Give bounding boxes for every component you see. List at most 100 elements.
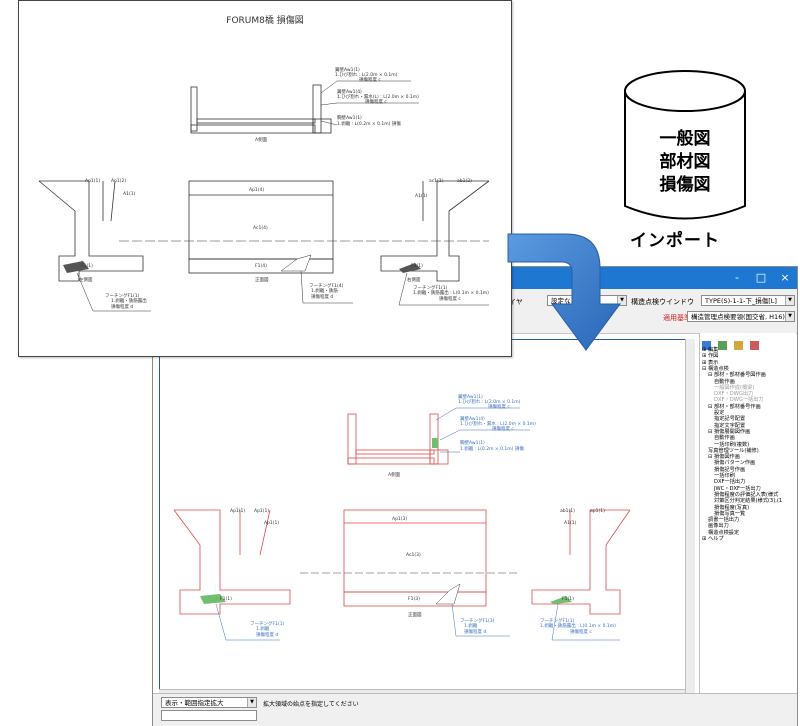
window-label: 構造点検ウインドウ bbox=[631, 298, 694, 306]
type-combo[interactable]: TYPE(S)-1-1-下_損傷[L]▼ bbox=[701, 295, 795, 306]
folder-icon[interactable] bbox=[734, 341, 744, 350]
label-general-drawing: 一般図 bbox=[659, 129, 711, 149]
left-abutment bbox=[38, 180, 144, 282]
tree-item[interactable]: ⊞ ヘルプ bbox=[702, 536, 724, 542]
annotation-3-detail: 1.剥離 : L(0.2m × 0.1m) 損傷 bbox=[337, 120, 401, 127]
side-view-label: A側面 bbox=[255, 136, 268, 143]
tree-item[interactable]: ⊞ 編集 bbox=[702, 347, 719, 353]
save-icon[interactable] bbox=[750, 341, 760, 350]
side-deck bbox=[196, 118, 316, 124]
tree-item[interactable]: 対策区分判定結果(様式(3),(1 bbox=[714, 498, 783, 505]
tree-item[interactable]: 設定 bbox=[714, 410, 725, 416]
leader-line bbox=[398, 272, 489, 306]
command-input[interactable] bbox=[161, 710, 257, 721]
right-footing-label: F1(1) bbox=[411, 263, 423, 269]
tree-item[interactable]: DXF・DWG出力 bbox=[714, 391, 754, 398]
mode-combo[interactable]: 表示・範囲指定拡大▼ bbox=[161, 697, 257, 708]
chevron-down-icon[interactable]: ▼ bbox=[785, 312, 794, 321]
left-label-3: Ap1(1) bbox=[264, 520, 279, 526]
center-label: Ap1(3) bbox=[392, 516, 407, 522]
wall-left-label: A1(1) bbox=[123, 191, 136, 197]
drawing-canvas[interactable]: A側面 翼壁Aw1(1) 1.ひび割れ : L(2.0m × 0.1m) 損傷程… bbox=[159, 339, 687, 691]
tree-item[interactable]: 損傷写真一覧 bbox=[714, 510, 746, 517]
side-view-label: A側面 bbox=[388, 471, 401, 478]
label-member-drawing: 部材図 bbox=[659, 152, 711, 172]
tree-item[interactable]: 一般図作成(橋梁) bbox=[714, 384, 755, 391]
leader-line bbox=[76, 272, 151, 312]
chevron-down-icon[interactable]: ▼ bbox=[617, 296, 626, 305]
damage-drawing-sheet: FORUM8橋 損傷図 A側面 翼壁Aw1(1) 1.ひび割れ : L(2.0m… bbox=[18, 0, 512, 357]
tree-item[interactable]: ⊟ 部材・部材番号図作画 bbox=[708, 372, 766, 379]
tree-item[interactable]: ⊟ 部材・部材番号作画 bbox=[708, 403, 761, 410]
left-label: Ap1(1) bbox=[85, 178, 100, 184]
tree-item[interactable]: DXF・DWG一括出力 bbox=[714, 397, 764, 404]
center-label: Ap1(4) bbox=[249, 187, 264, 193]
chevron-down-icon[interactable]: ▼ bbox=[247, 698, 256, 707]
annotation-5: フーチングF1(3) bbox=[460, 617, 495, 624]
tree-item[interactable]: 損傷程度(写真) bbox=[714, 504, 750, 511]
left-footing-label: F1(1) bbox=[220, 596, 232, 602]
tree-item[interactable]: 指定文字配置 bbox=[714, 422, 746, 429]
chevron-down-icon[interactable]: ▼ bbox=[785, 296, 794, 305]
right-label-3: A1(1) bbox=[564, 520, 577, 526]
damage-patch bbox=[63, 261, 89, 273]
tree-item[interactable]: 画像出力 bbox=[708, 523, 729, 530]
annotation-1-detail: 1.ひび割れ : L(2.0m × 0.1m) bbox=[458, 398, 521, 405]
annotation-4-detail: 1.剥離 bbox=[256, 625, 270, 632]
tree-item[interactable]: 写真管理ツール(補修) bbox=[708, 447, 759, 454]
paper-drawing: FORUM8橋 損傷図 A側面 翼壁Aw1(1) 1.ひび割れ : L(2.0m… bbox=[38, 14, 490, 312]
import-label: インポート bbox=[630, 231, 720, 251]
annotation-3: 胸壁Aw1(1) bbox=[337, 114, 362, 121]
close-button[interactable]: × bbox=[780, 271, 790, 284]
tree-item[interactable]: 一括印刷(複数) bbox=[714, 441, 750, 448]
tree-item[interactable]: ⊟ 損傷展開図作画 bbox=[708, 428, 751, 435]
tree-item[interactable]: ⊞ 作図 bbox=[702, 353, 719, 360]
leader-line bbox=[320, 120, 338, 126]
tree-item[interactable]: 指定記号配置 bbox=[714, 416, 746, 423]
right-abutment bbox=[380, 180, 490, 282]
tree-item[interactable]: DXF一括出力 bbox=[714, 479, 746, 486]
tree-toolbar bbox=[702, 335, 762, 350]
annotation-5: フーチングF1(4) bbox=[309, 282, 344, 289]
center-foot-label: F1(4) bbox=[255, 263, 267, 269]
pencil-icon[interactable] bbox=[718, 341, 728, 350]
annotation-4: フーチングF1(1) bbox=[250, 620, 285, 627]
side-bearing bbox=[429, 449, 449, 465]
side-slab bbox=[347, 457, 435, 465]
vertical-scrollbar[interactable] bbox=[685, 339, 695, 699]
damage-outline bbox=[280, 254, 312, 272]
layer-label: イヤ bbox=[509, 298, 523, 306]
tree-item[interactable]: 自動作画 bbox=[714, 435, 735, 442]
tree-item[interactable]: ⊟ 構造点検 bbox=[702, 365, 729, 372]
tree-item[interactable]: 損傷記号作画 bbox=[714, 466, 746, 473]
maximize-button[interactable]: □ bbox=[755, 271, 767, 284]
side-deck bbox=[355, 449, 435, 455]
tree-item[interactable]: 損傷程度の評価記入表(様式 bbox=[714, 491, 779, 498]
left-label-2: Ap1(1) bbox=[254, 508, 269, 514]
left-footing-label: F1(1) bbox=[81, 263, 93, 269]
annotation-4-grade: 損傷程度 d bbox=[256, 631, 278, 638]
tree-item[interactable]: 損傷パターン作画 bbox=[714, 460, 756, 467]
right-label: ab1(1) bbox=[560, 508, 575, 514]
database-icon bbox=[624, 70, 746, 220]
tree-icon[interactable] bbox=[702, 341, 711, 350]
left-label: Ap1(1) bbox=[230, 508, 245, 514]
annotation-5-grade: 損傷程度 d bbox=[464, 628, 486, 635]
command-tree-panel: ⊞ 編集⊞ 作図⊞ 表示⊟ 構造点検⊟ 部材・部材番号図作画自動作画一般図作成(… bbox=[699, 333, 796, 697]
tree-item[interactable]: ⊞ 表示 bbox=[702, 359, 719, 366]
filter-combo-value: 構造管理点検要領(国交省, H16) bbox=[691, 313, 785, 321]
annotation-5-detail: 1.剥離・鉄筋 bbox=[311, 287, 338, 294]
filter-combo[interactable]: 構造管理点検要領(国交省, H16)▼ bbox=[687, 311, 795, 322]
tree-item[interactable]: 構造点検設定 bbox=[708, 529, 740, 536]
tree-item[interactable]: 調書一括出力 bbox=[708, 517, 740, 524]
leader-line bbox=[551, 603, 620, 641]
tree-item[interactable]: 一括印刷 bbox=[714, 473, 735, 479]
tree-item[interactable]: ⊟ 損傷図作画 bbox=[708, 454, 740, 461]
leader-line bbox=[215, 603, 280, 641]
leader-line bbox=[300, 270, 353, 304]
tree-item[interactable]: JWC・DXF一括出力 bbox=[714, 485, 761, 492]
tree-item[interactable]: 自動作画 bbox=[714, 378, 735, 385]
minimize-button[interactable]: - bbox=[735, 271, 739, 284]
front-view-label: 正面図 bbox=[255, 277, 269, 283]
annotation-6-grade: 損傷程度 c bbox=[439, 295, 461, 302]
